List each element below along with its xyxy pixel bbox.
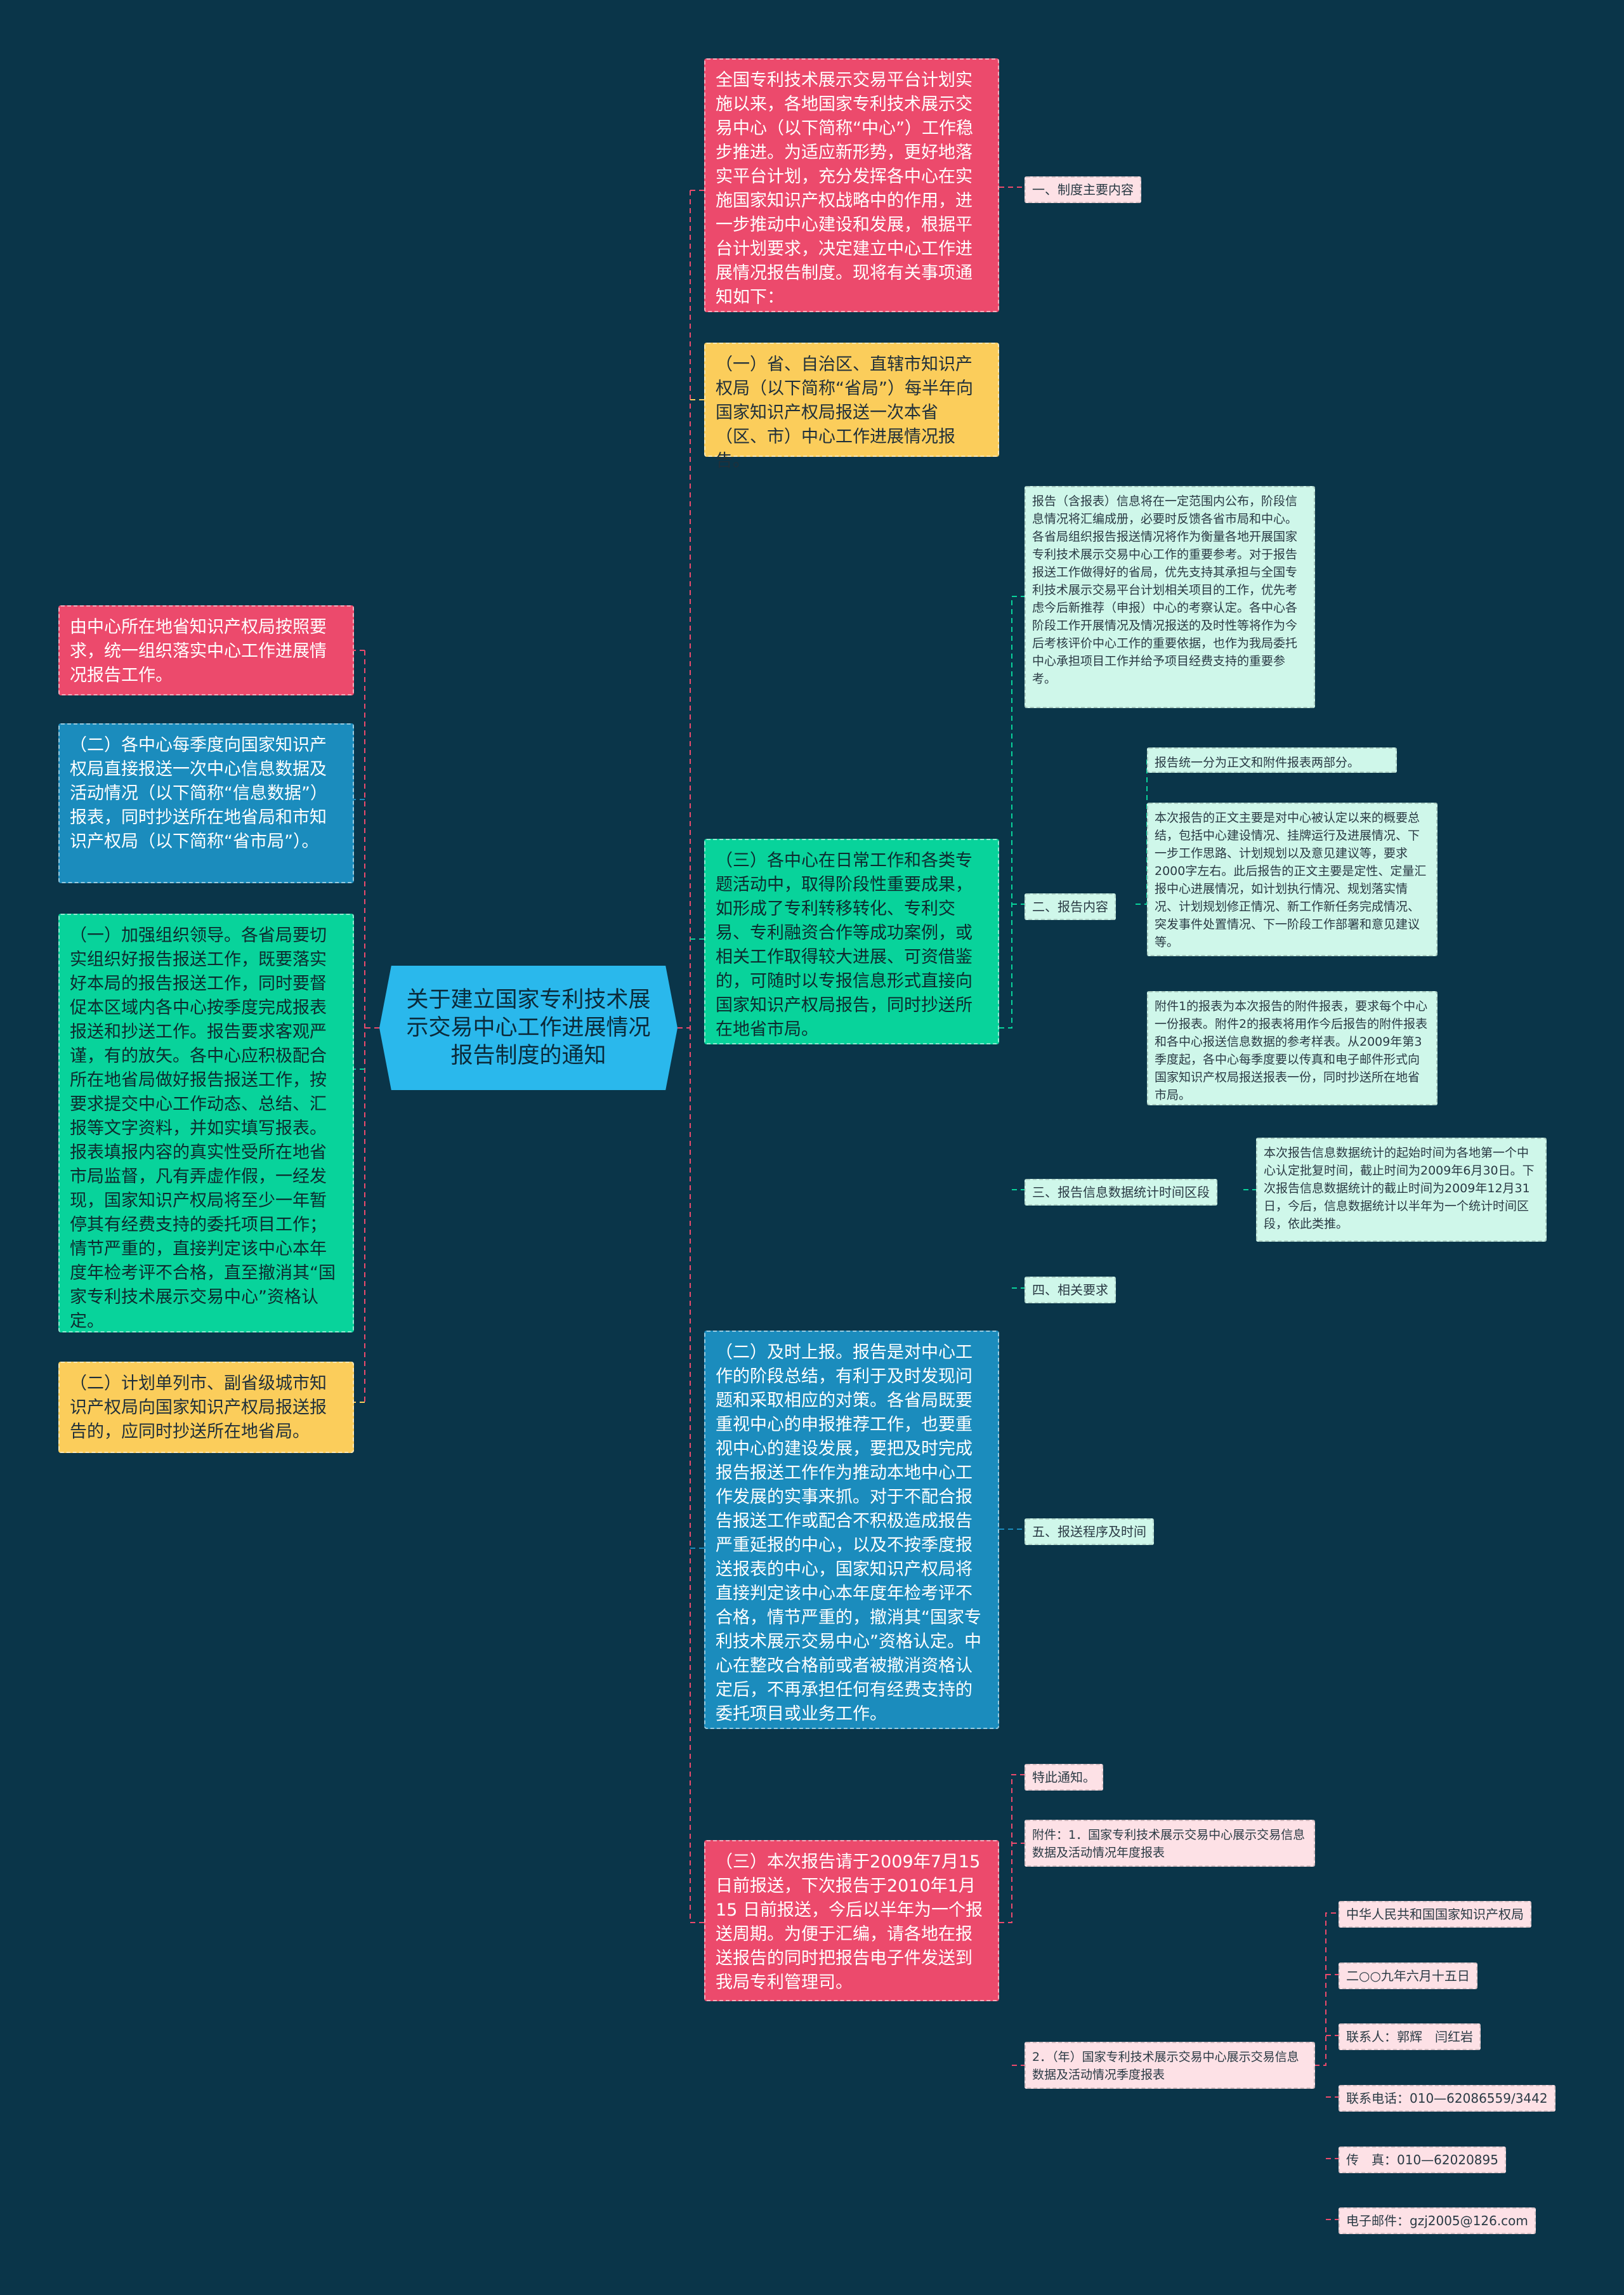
left-node-2[interactable]: （二）各中心每季度向国家知识产权局直接报送一次中心信息数据及活动情况（以下简称“… (58, 723, 354, 883)
central-topic[interactable]: 关于建立国家专利技术展示交易中心工作进展情况报告制度的通知 (379, 966, 678, 1090)
label-statistics-period[interactable]: 三、报告信息数据统计时间区段 (1025, 1179, 1217, 1206)
right-node-1[interactable]: 全国专利技术展示交易平台计划实施以来，各地国家专利技术展示交易中心（以下简称“中… (704, 58, 999, 312)
contact-email[interactable]: 电子邮件：gzj2005@126.com (1339, 2207, 1536, 2234)
label-report-content[interactable]: 二、报告内容 (1025, 893, 1116, 920)
right-node-5[interactable]: （三）本次报告请于2009年7月15日前报送，下次报告于2010年1月15 日前… (704, 1840, 999, 2001)
attachment-annual-report[interactable]: 附件：1．国家专利技术展示交易中心展示交易信息数据及活动情况年度报表 (1025, 1820, 1315, 1867)
detail-report-attachment[interactable]: 附件1的报表为本次报告的附件报表，要求每个中心一份报表。附件2的报表将用作今后报… (1147, 991, 1437, 1105)
contact-person[interactable]: 联系人：郭辉 闫红岩 (1339, 2023, 1481, 2050)
contact-organization[interactable]: 中华人民共和国国家知识产权局 (1339, 1901, 1531, 1928)
right-node-2[interactable]: （一）省、自治区、直辖市知识产权局（以下简称“省局”）每半年向国家知识产权局报送… (704, 343, 999, 471)
right-node-4[interactable]: （二）及时上报。报告是对中心工作的阶段总结，有利于及时发现问题和采取相应的对策。… (704, 1331, 999, 1729)
right-node-3[interactable]: （三）各中心在日常工作和各类专题活动中，取得阶段性重要成果，如形成了专利转移转化… (704, 839, 999, 1044)
left-node-4[interactable]: （二）计划单列市、副省级城市知识产权局向国家知识产权局报送报告的，应同时抄送所在… (58, 1362, 354, 1453)
label-notice[interactable]: 特此通知。 (1025, 1764, 1103, 1791)
contact-fax[interactable]: 传 真：010—62020895 (1339, 2147, 1506, 2173)
contact-phone[interactable]: 联系电话：010—62086559/3442 (1339, 2085, 1555, 2112)
central-topic-label: 关于建立国家专利技术展示交易中心工作进展情况报告制度的通知 (406, 987, 651, 1069)
left-node-3[interactable]: （一）加强组织领导。各省局要切实组织好报告报送工作，既要落实好本局的报告报送工作… (58, 914, 354, 1332)
left-node-1[interactable]: 由中心所在地省知识产权局按照要求，统一组织落实中心工作进展情况报告工作。 (58, 605, 354, 695)
label-submission-procedure[interactable]: 五、报送程序及时间 (1025, 1518, 1154, 1545)
detail-report-usage[interactable]: 报告（含报表）信息将在一定范围内公布，阶段信息情况将汇编成册，必要时反馈各省市局… (1025, 486, 1315, 708)
label-related-requirements[interactable]: 四、相关要求 (1025, 1277, 1116, 1303)
label-system-content[interactable]: 一、制度主要内容 (1025, 176, 1141, 203)
detail-report-body[interactable]: 本次报告的正文主要是对中心被认定以来的概要总结，包括中心建设情况、挂牌运行及进展… (1147, 803, 1437, 956)
detail-statistics-period[interactable]: 本次报告信息数据统计的起始时间为各地第一个中心认定批复时间，截止时间为2009年… (1256, 1138, 1547, 1242)
attachment-quarterly-report[interactable]: 2．（年）国家专利技术展示交易中心展示交易信息数据及活动情况季度报表 (1025, 2042, 1315, 2089)
contact-date[interactable]: 二○○九年六月十五日 (1339, 1963, 1477, 1989)
detail-report-parts[interactable]: 报告统一分为正文和附件报表两部分。 (1147, 747, 1397, 773)
